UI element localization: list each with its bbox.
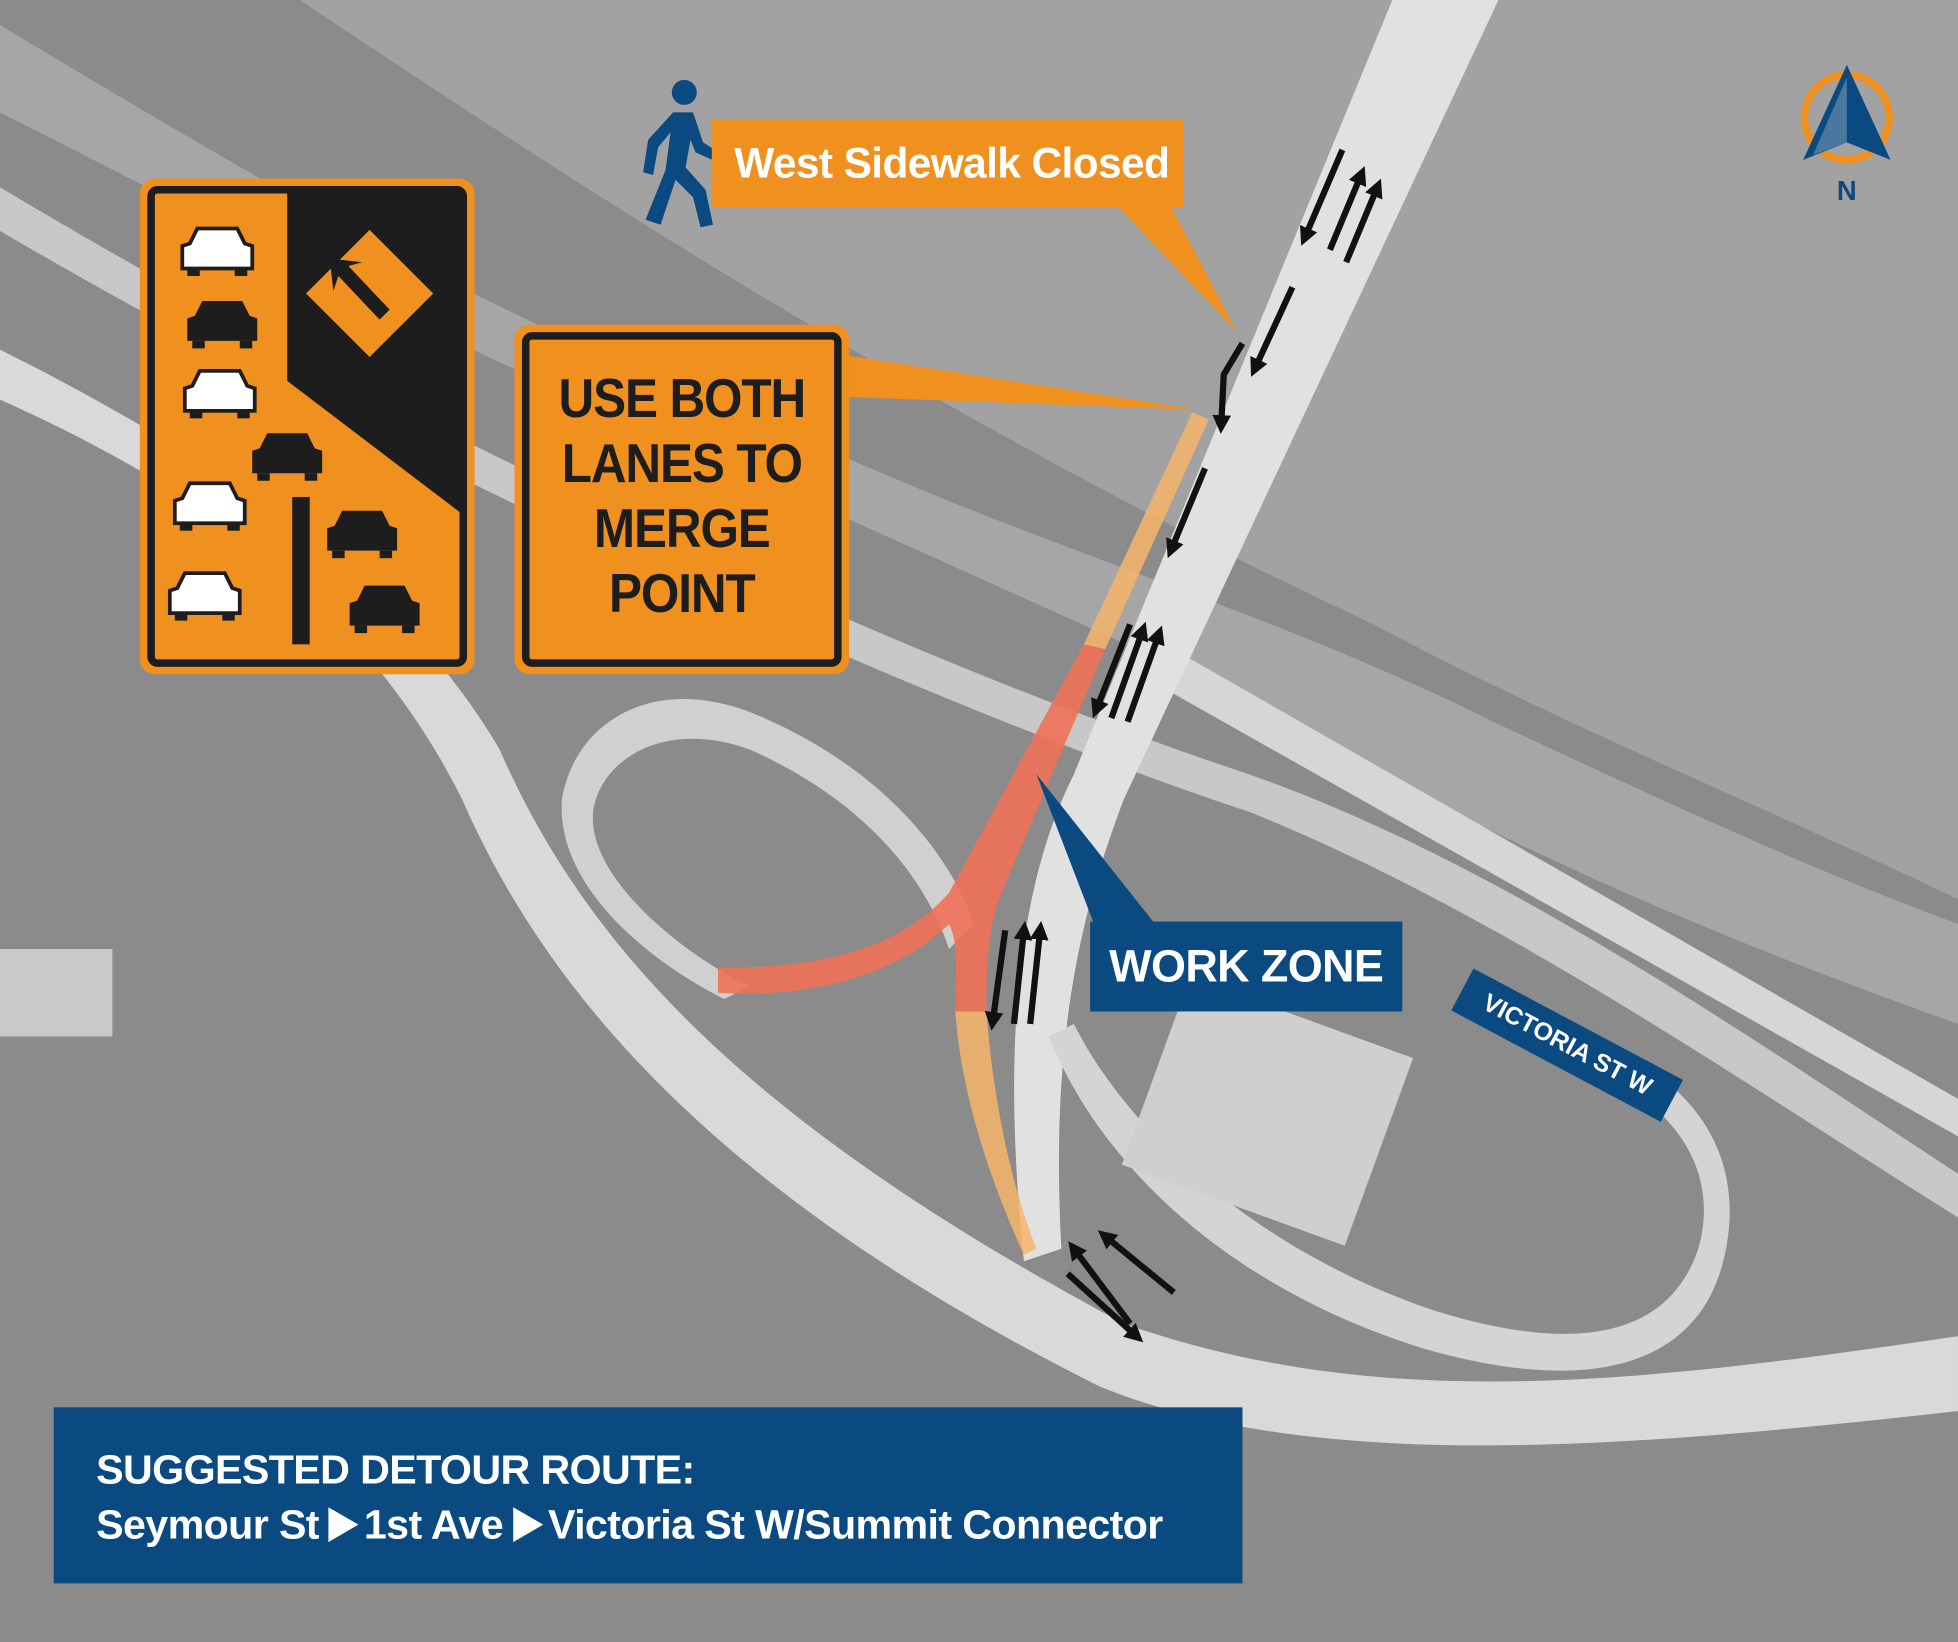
lane-divider: [292, 496, 310, 645]
detour-step: 1st Ave: [363, 1500, 504, 1548]
merge-sign-line: POINT: [609, 563, 756, 625]
car-icon-black: [349, 585, 420, 634]
merge-sign-line: USE BOTH: [558, 368, 807, 430]
detour-route: Seymour St 1st Ave Victoria St W/Summit Co…: [96, 1497, 1242, 1552]
merge-sign-line: LANES TO: [561, 433, 803, 495]
taper-zone-lower: [955, 1011, 1037, 1255]
merge-arrow-icon: [329, 258, 390, 320]
car-icons: [167, 226, 420, 634]
suggested-detour-box: SUGGESTED DETOUR ROUTE: Seymour St 1st Av…: [53, 1407, 1243, 1584]
north-arrow-icon: [1800, 64, 1894, 164]
work-zone-red: [718, 644, 1106, 1012]
triangle-right-icon: [328, 1507, 359, 1543]
lane-merge-diagram-sign: [139, 178, 475, 675]
car-icon-black: [252, 433, 323, 481]
lane-arrows: [984, 148, 1383, 1343]
merge-sign-text: USE BOTH LANES TO MERGE POINT: [531, 367, 832, 627]
west-sidewalk-closed-label: West Sidewalk Closed: [711, 119, 1184, 208]
east-loop-road: [1048, 1023, 1730, 1371]
north-label: N: [1836, 174, 1857, 207]
car-icon-black: [187, 300, 258, 349]
use-both-lanes-sign: USE BOTH LANES TO MERGE POINT: [514, 324, 850, 675]
detour-step: Seymour St: [96, 1500, 319, 1548]
detour-title: SUGGESTED DETOUR ROUTE:: [96, 1446, 695, 1493]
building: [0, 949, 113, 1037]
detour-step: Victoria St W/Summit Connector: [547, 1500, 1163, 1548]
taper-zone-upper: [1083, 412, 1209, 650]
car-icon-white: [182, 368, 257, 419]
water: [299, 0, 1958, 900]
merge-sign-line: MERGE: [593, 498, 771, 560]
triangle-right-icon: [513, 1507, 543, 1543]
shoreline-vegetation: [0, 24, 1958, 1024]
victoria-st-road: [1161, 649, 1958, 1137]
work-zone-label: WORK ZONE: [1090, 921, 1403, 1012]
merge-callout-pointer: [849, 355, 1197, 410]
railway: [0, 187, 1958, 1218]
car-icon-white: [167, 571, 242, 621]
car-icon-white: [180, 226, 255, 276]
loop-ramp: [561, 699, 975, 999]
building: [1121, 976, 1414, 1246]
work-zone-callout-pointer: [1036, 774, 1156, 937]
car-icon-black: [327, 510, 398, 559]
pedestrian-icon: [643, 79, 724, 228]
merge-diagram: [167, 193, 460, 645]
car-icon-white: [172, 481, 247, 531]
